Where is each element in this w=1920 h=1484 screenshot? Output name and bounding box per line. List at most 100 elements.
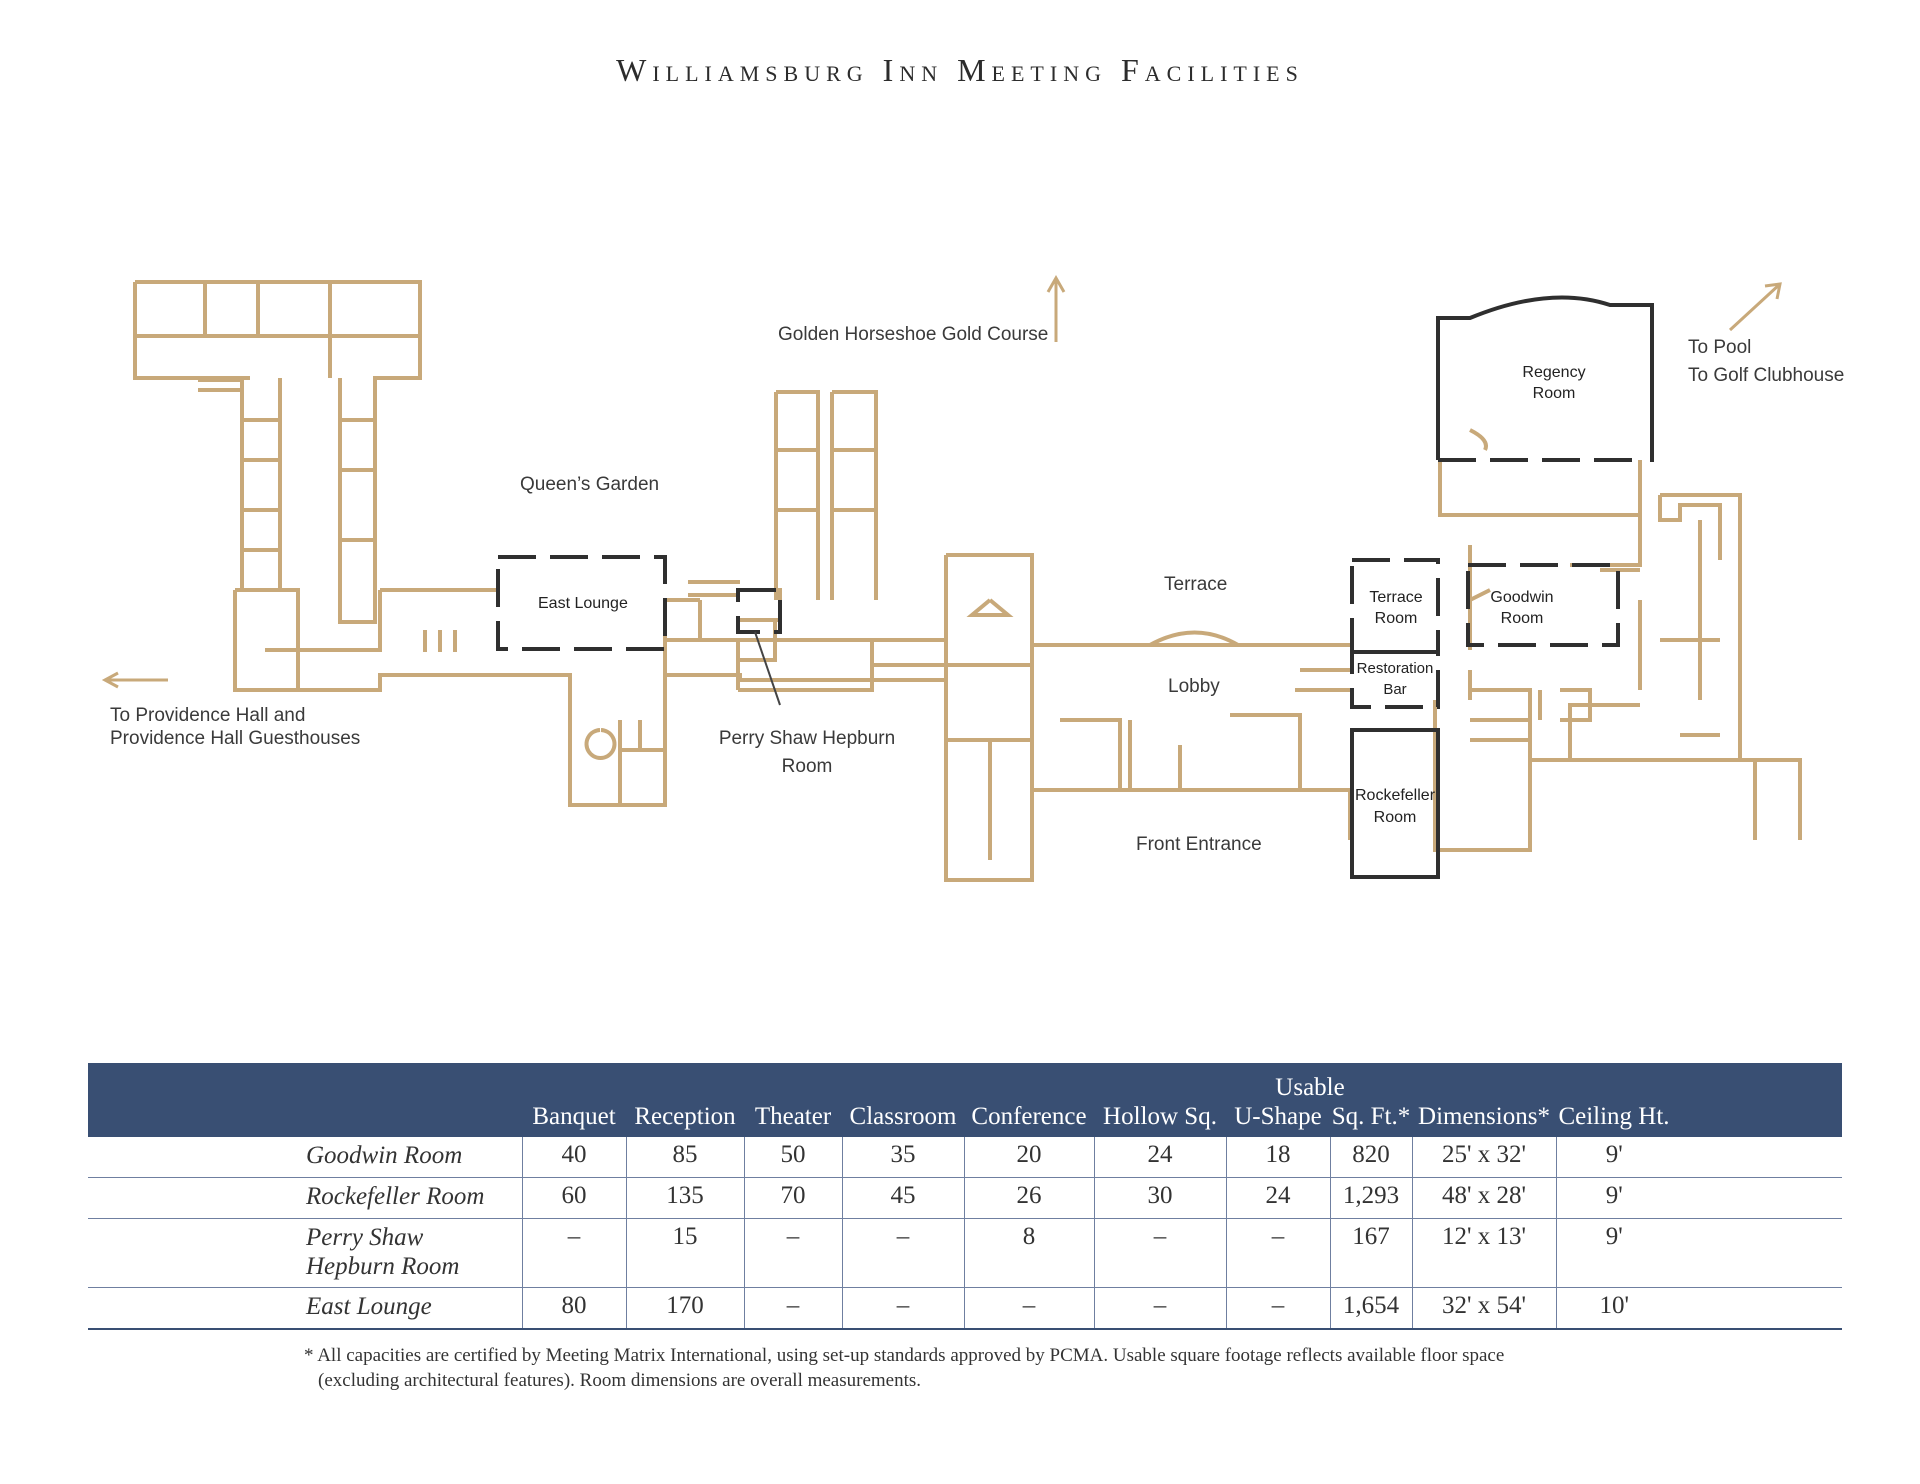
cell-u-shape: 24 — [1225, 1177, 1330, 1219]
footnote: * All capacities are certified by Meetin… — [304, 1343, 1664, 1393]
cell-ceiling: 9' — [1555, 1177, 1672, 1219]
floor-plan-corridor — [500, 390, 1352, 882]
cell-reception: 85 — [625, 1137, 744, 1178]
regency-room-label: Regency — [1522, 364, 1585, 381]
room-name-line1: Perry Shaw — [306, 1224, 424, 1251]
room-name: Rockefeller Room — [88, 1177, 522, 1219]
cell-spacer — [1672, 1287, 1842, 1330]
floor-plan: Golden Horseshoe Gold Course Queen’s Gar… — [101, 274, 1844, 882]
cell-u-shape: – — [1225, 1218, 1330, 1288]
cell-dimensions: 32' x 54' — [1411, 1287, 1556, 1330]
terrace-room-outline — [1350, 558, 1440, 654]
terrace-label: Terrace — [1164, 574, 1227, 595]
cell-sqft: 1,293 — [1329, 1177, 1412, 1219]
cell-hollow-sq: 30 — [1093, 1177, 1226, 1219]
rockefeller-room-label: Rockefeller — [1355, 787, 1436, 804]
east-lounge-label: East Lounge — [538, 595, 628, 612]
table-row: Goodwin Room 40 85 50 35 20 24 18 820 25… — [88, 1137, 1842, 1178]
page-title: Williamsburg Inn Meeting Facilities — [616, 52, 1304, 88]
meeting-room-outlines — [496, 295, 1654, 879]
golf-clubhouse-label: To Golf Clubhouse — [1688, 365, 1844, 386]
cell-conference: 26 — [963, 1177, 1094, 1219]
header-spacer — [1672, 1063, 1842, 1137]
cell-conference: 20 — [963, 1137, 1094, 1178]
cell-banquet: – — [521, 1218, 626, 1288]
table-header-row: Banquet Reception Theater Classroom Conf… — [88, 1063, 1842, 1137]
perry-shaw-label-2: Room — [782, 756, 833, 777]
terrace-room-label-2: Room — [1375, 610, 1418, 627]
table-row: Perry Shaw Hepburn Room – 15 – – 8 – – 1… — [88, 1218, 1842, 1288]
cell-spacer — [1672, 1177, 1842, 1219]
queens-garden-label: Queen’s Garden — [520, 474, 659, 495]
room-name: Goodwin Room — [88, 1137, 522, 1178]
cell-classroom: 45 — [841, 1177, 964, 1219]
room-name: East Lounge — [88, 1287, 522, 1330]
floor-plan-left-wing — [133, 280, 500, 692]
header-sqft-bottom: Sq. Ft.* — [1331, 1103, 1411, 1130]
cell-reception: 135 — [625, 1177, 744, 1219]
cell-hollow-sq: 24 — [1093, 1137, 1226, 1178]
cell-hollow-sq: – — [1093, 1287, 1226, 1330]
floor-plan-right-wing — [1433, 428, 1802, 852]
header-hollow-sq: Hollow Sq. — [1094, 1063, 1226, 1137]
cell-dimensions: 48' x 28' — [1411, 1177, 1556, 1219]
header-banquet: Banquet — [522, 1063, 626, 1137]
table-row: East Lounge 80 170 – – – – – 1,654 32' x… — [88, 1287, 1842, 1330]
cell-reception: 170 — [625, 1287, 744, 1330]
cell-banquet: 60 — [521, 1177, 626, 1219]
capacity-table: Banquet Reception Theater Classroom Conf… — [88, 1063, 1842, 1330]
east-lounge-outline — [496, 555, 667, 651]
cell-ceiling: 9' — [1555, 1218, 1672, 1288]
goodwin-room-outline — [1466, 563, 1620, 647]
cell-hollow-sq: – — [1093, 1218, 1226, 1288]
cell-sqft: 1,654 — [1329, 1287, 1412, 1330]
pool-label: To Pool — [1688, 337, 1751, 358]
footnote-line2: (excluding architectural features). Room… — [318, 1370, 922, 1391]
cell-dimensions: 12' x 13' — [1411, 1218, 1556, 1288]
cell-classroom: – — [841, 1218, 964, 1288]
cell-banquet: 40 — [521, 1137, 626, 1178]
header-dimensions: Dimensions* — [1412, 1063, 1556, 1137]
cell-theater: 70 — [743, 1177, 842, 1219]
arrow-up-right-icon — [1728, 282, 1782, 332]
table-row: Rockefeller Room 60 135 70 45 26 30 24 1… — [88, 1177, 1842, 1219]
cell-sqft: 820 — [1329, 1137, 1412, 1178]
direction-arrows — [101, 274, 1782, 689]
rockefeller-room-outline — [1350, 728, 1440, 879]
header-conference: Conference — [964, 1063, 1094, 1137]
front-entrance-label: Front Entrance — [1136, 834, 1262, 855]
cell-ceiling: 10' — [1555, 1287, 1672, 1330]
cell-ceiling: 9' — [1555, 1137, 1672, 1178]
cell-sqft: 167 — [1329, 1218, 1412, 1288]
header-sqft-top: Usable — [1275, 1074, 1345, 1101]
cell-dimensions: 25' x 32' — [1411, 1137, 1556, 1178]
header-u-shape: U-Shape — [1226, 1063, 1330, 1137]
terrace-room-label: Terrace — [1369, 589, 1422, 606]
providence-label-2: Providence Hall Guesthouses — [110, 728, 360, 749]
cell-classroom: – — [841, 1287, 964, 1330]
cell-spacer — [1672, 1137, 1842, 1178]
header-reception: Reception — [626, 1063, 744, 1137]
goodwin-room-label-2: Room — [1501, 610, 1544, 627]
footnote-line1: * All capacities are certified by Meetin… — [304, 1345, 1505, 1366]
golf-course-label: Golden Horseshoe Gold Course — [778, 324, 1048, 345]
arrow-up-icon — [1046, 274, 1066, 342]
cell-banquet: 80 — [521, 1287, 626, 1330]
cell-theater: – — [743, 1218, 842, 1288]
restoration-bar-label-2: Bar — [1383, 681, 1406, 698]
header-room — [88, 1063, 522, 1137]
room-name: Perry Shaw Hepburn Room — [88, 1218, 522, 1288]
restoration-bar-label: Restoration — [1357, 660, 1434, 677]
rockefeller-room-label-2: Room — [1374, 809, 1417, 826]
perry-shaw-label: Perry Shaw Hepburn — [719, 728, 895, 749]
goodwin-room-label: Goodwin — [1490, 589, 1553, 606]
cell-spacer — [1672, 1218, 1842, 1288]
header-theater: Theater — [744, 1063, 842, 1137]
header-ceiling: Ceiling Ht. — [1556, 1063, 1672, 1137]
cell-conference: – — [963, 1287, 1094, 1330]
cell-reception: 15 — [625, 1218, 744, 1288]
header-sqft: Usable Sq. Ft.* — [1275, 1063, 1412, 1137]
perry-shaw-hepburn-outline — [736, 588, 782, 634]
cell-classroom: 35 — [841, 1137, 964, 1178]
cell-u-shape: – — [1225, 1287, 1330, 1330]
